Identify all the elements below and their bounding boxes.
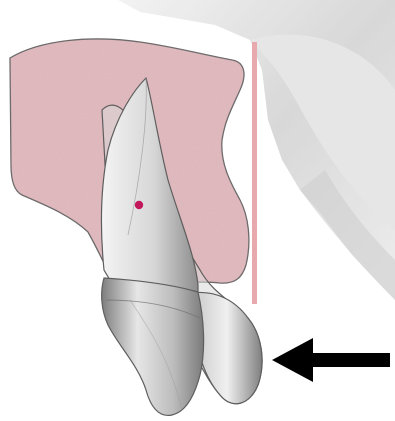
center-point-dot-icon	[135, 201, 143, 209]
arrow-left-icon	[272, 338, 390, 382]
reference-line	[252, 42, 257, 304]
